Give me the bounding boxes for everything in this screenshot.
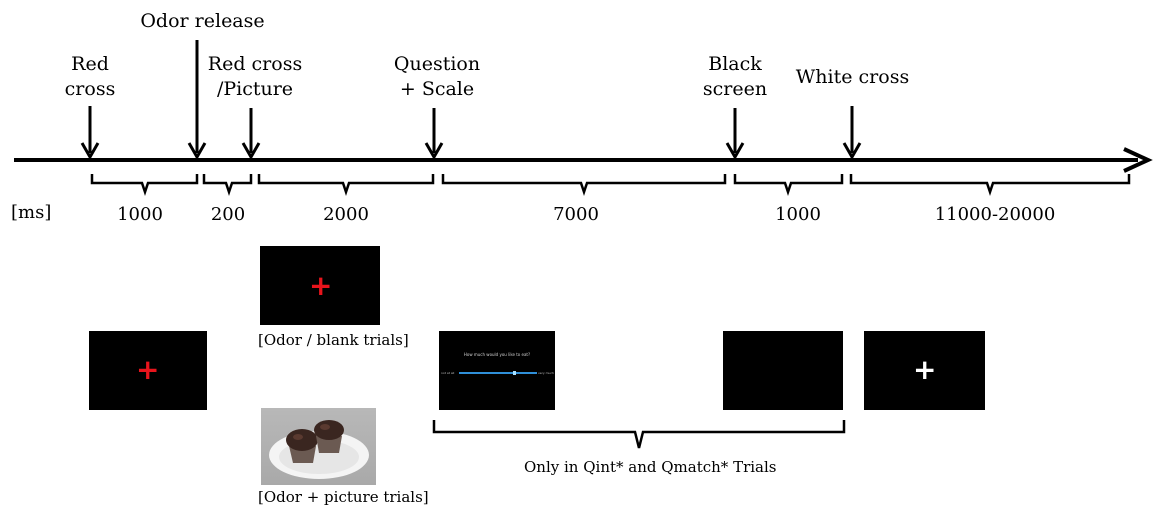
question-scale-screen: How much would you like to eat? not at a… — [439, 331, 555, 410]
duration-brace-1000b — [733, 174, 844, 196]
duration-brace-2000 — [257, 174, 435, 196]
duration-label: 11000-20000 — [934, 204, 1056, 225]
rating-scale-bar — [459, 372, 537, 374]
odor-picture-caption: [Odor + picture trials] — [258, 488, 429, 506]
scale-left-label: not at all — [441, 371, 455, 375]
event-arrow-question-scale — [424, 108, 444, 161]
event-arrow-black-screen — [725, 108, 745, 161]
event-label-odor-release: Odor release — [140, 10, 265, 32]
black-screen — [723, 331, 843, 410]
white-cross-icon: + — [913, 353, 937, 386]
duration-brace-7000 — [441, 174, 727, 196]
event-label-red-cross-picture: Red cross /Picture — [207, 53, 303, 100]
question-trials-caption: Only in Qint* and Qmatch* Trials — [524, 458, 777, 476]
white-cross-screen: + — [864, 331, 985, 410]
event-label-white-cross: White cross — [795, 66, 910, 88]
muffin-plate-icon — [269, 420, 369, 479]
duration-brace-200 — [202, 174, 253, 196]
event-arrow-red-cross-picture — [241, 108, 261, 161]
duration-label: 7000 — [553, 204, 599, 225]
duration-label: 2000 — [323, 204, 369, 225]
question-trials-brace — [432, 420, 846, 449]
event-arrow-red-cross — [80, 106, 100, 161]
rating-scale-marker — [513, 371, 516, 375]
food-picture — [261, 408, 376, 485]
event-arrow-white-cross — [842, 106, 862, 161]
red-cross-icon: + — [309, 269, 333, 302]
scale-right-label: very much — [538, 371, 554, 375]
question-text: How much would you like to eat? — [463, 352, 531, 357]
red-cross-icon: + — [136, 353, 160, 386]
duration-label: 1000 — [775, 204, 821, 225]
red-cross-screen: + — [89, 331, 207, 410]
timeline-arrowhead — [1123, 147, 1153, 173]
duration-brace-11000 — [849, 174, 1131, 196]
duration-brace-1000 — [90, 174, 199, 196]
event-label-question-scale: Question + Scale — [393, 53, 481, 100]
odor-blank-caption: [Odor / blank trials] — [258, 331, 409, 349]
duration-label: 1000 — [117, 204, 163, 225]
event-label-red-cross: Red cross — [64, 53, 116, 100]
odor-blank-screen: + — [260, 246, 380, 325]
event-arrow-odor-release — [187, 40, 207, 161]
unit-label: [ms] — [11, 202, 52, 223]
event-label-black-screen: Black screen — [702, 53, 768, 100]
duration-label: 200 — [210, 204, 246, 225]
